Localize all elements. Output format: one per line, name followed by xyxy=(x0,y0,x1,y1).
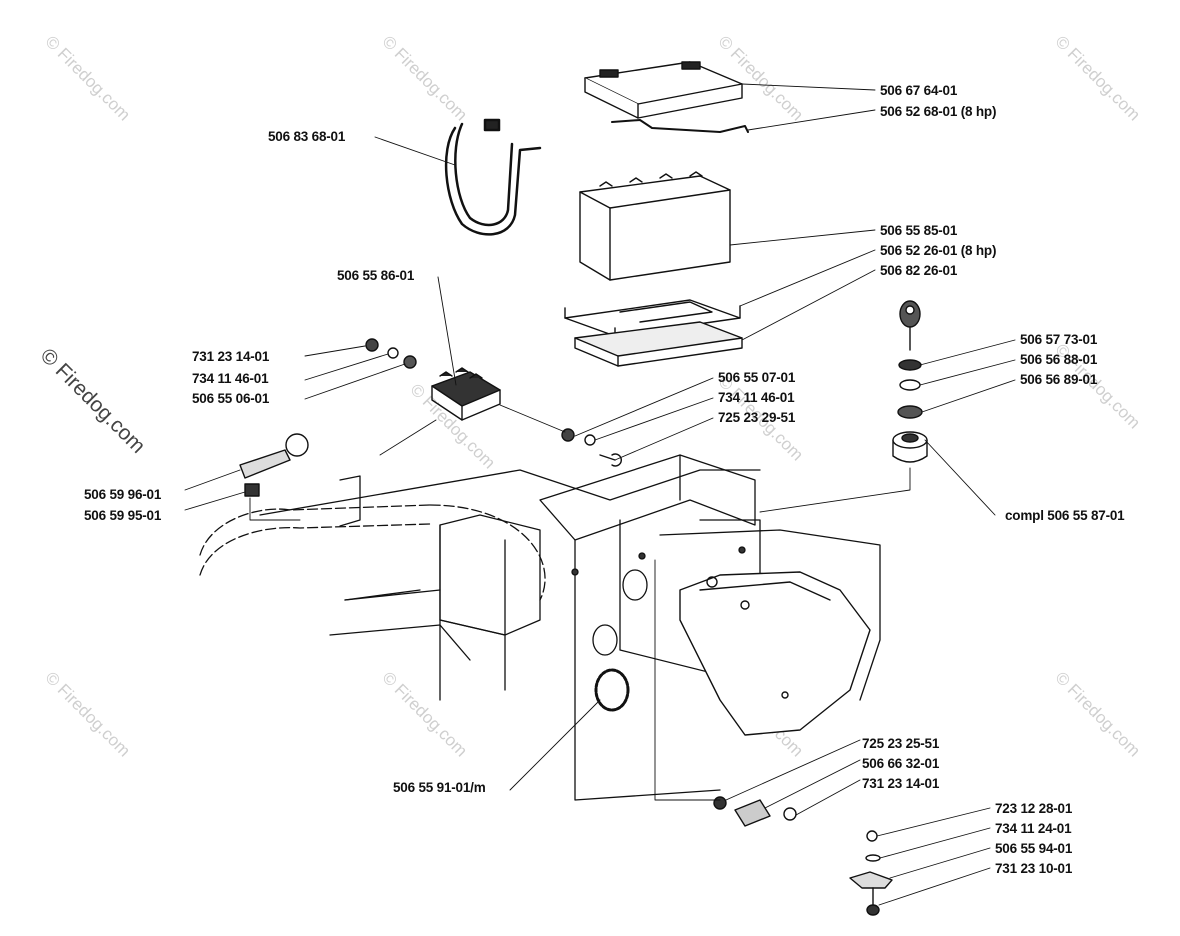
screw xyxy=(713,796,727,810)
nut xyxy=(403,355,417,369)
part-label: 506 67 64-01 xyxy=(880,83,958,98)
ign-washer2 xyxy=(897,405,923,419)
side-panel xyxy=(679,571,871,736)
nut xyxy=(365,338,379,352)
part-label: 506 56 88-01 xyxy=(1020,352,1098,367)
part-label: 734 11 46-01 xyxy=(192,371,269,386)
part-label: compl 506 55 87-01 xyxy=(1005,508,1125,523)
part-label: 731 23 14-01 xyxy=(862,776,940,791)
relay xyxy=(431,367,501,421)
part-label: 506 82 26-01 xyxy=(880,263,958,278)
part-label: 731 23 10-01 xyxy=(995,861,1073,876)
battery-tray xyxy=(564,299,743,367)
battery-strap xyxy=(444,118,542,236)
ignition-key xyxy=(899,300,921,351)
ign-washer xyxy=(899,379,921,391)
part-label: 506 83 68-01 xyxy=(268,129,346,144)
washer xyxy=(584,434,596,446)
nut xyxy=(561,428,575,442)
leader-lines xyxy=(184,83,1016,906)
battery-cover xyxy=(584,61,743,119)
nut xyxy=(783,807,797,821)
washer xyxy=(387,347,399,359)
screw xyxy=(599,453,622,467)
cable-clip xyxy=(734,799,771,827)
part-label: 723 12 28-01 xyxy=(995,801,1073,816)
choke-knob xyxy=(239,433,309,497)
part-label: 506 59 96-01 xyxy=(84,487,162,502)
part-label: 725 23 25-51 xyxy=(862,736,940,751)
grommet xyxy=(594,668,630,712)
part-label: 506 55 06-01 xyxy=(192,391,270,406)
part-label: 506 55 07-01 xyxy=(718,370,796,385)
battery xyxy=(579,171,731,281)
part-label: 506 59 95-01 xyxy=(84,508,162,523)
part-label: 725 23 29-51 xyxy=(718,410,796,425)
part-label: 506 57 73-01 xyxy=(1020,332,1098,347)
hold-down-bar xyxy=(611,119,749,133)
part-label: 506 55 94-01 xyxy=(995,841,1073,856)
part-label: 734 11 46-01 xyxy=(718,390,795,405)
part-label: 506 55 85-01 xyxy=(880,223,958,238)
part-label: 506 66 32-01 xyxy=(862,756,940,771)
part-label: 506 55 86-01 xyxy=(337,268,415,283)
part-label: 731 23 14-01 xyxy=(192,349,270,364)
part-label: 506 55 91-01/m xyxy=(393,780,486,795)
part-label: 506 52 68-01 (8 hp) xyxy=(880,104,997,119)
part-label: 734 11 24-01 xyxy=(995,821,1072,836)
part-label: 506 56 89-01 xyxy=(1020,372,1098,387)
ign-nut xyxy=(898,359,922,371)
part-label: 506 52 26-01 (8 hp) xyxy=(880,243,997,258)
ignition-switch xyxy=(892,431,928,463)
